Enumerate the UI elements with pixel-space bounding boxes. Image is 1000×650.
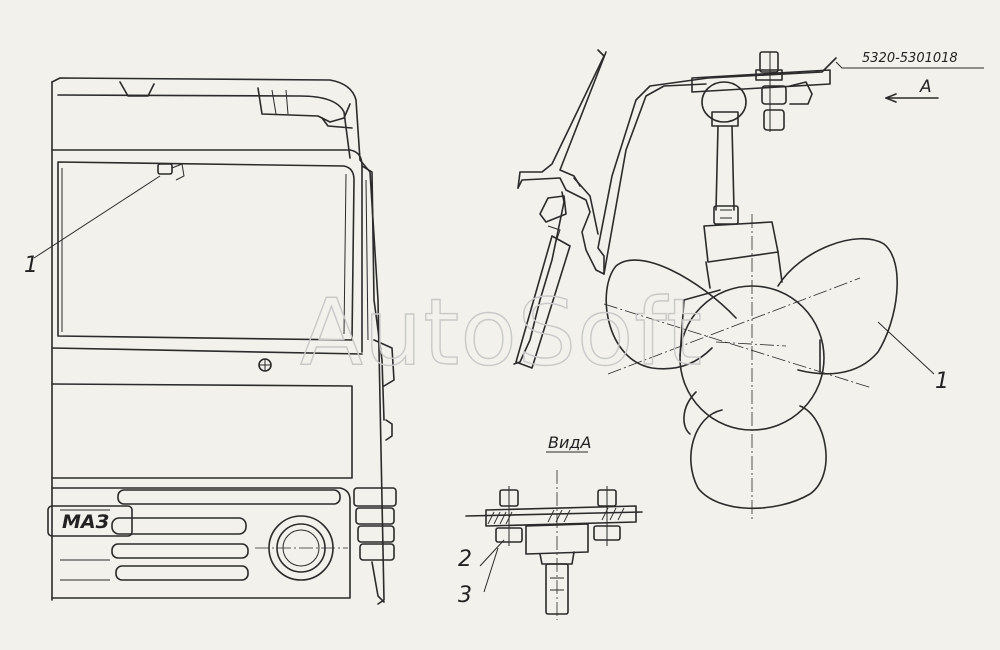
view-a-hatching [487,507,625,525]
part-number-label: 5320-5301018 [862,51,958,66]
view-arrow-label: A [919,77,932,97]
fan-callout-label: 1 [935,369,949,394]
cab-front-view: МАЗ [33,77,397,605]
view-a-section [465,451,643,620]
grille-slots [60,489,341,581]
view-a-title: ВидА [548,433,591,452]
side-lamp-stack [353,487,397,603]
fan-assembly-view [513,49,984,520]
logo-plate [47,505,133,537]
part-number-leader [835,61,984,69]
nut-callout-leader [483,547,499,593]
washer-callout-leader [479,539,505,567]
nut-callout-label: 3 [458,583,472,608]
washer-callout-label: 2 [458,547,472,572]
cab-callout-label: 1 [24,253,38,278]
cab-logo-text: МАЗ [62,511,109,533]
fan-callout-leader [877,321,935,375]
watermark: AutoSoft [300,279,703,386]
cab-callout-leader [33,175,161,259]
